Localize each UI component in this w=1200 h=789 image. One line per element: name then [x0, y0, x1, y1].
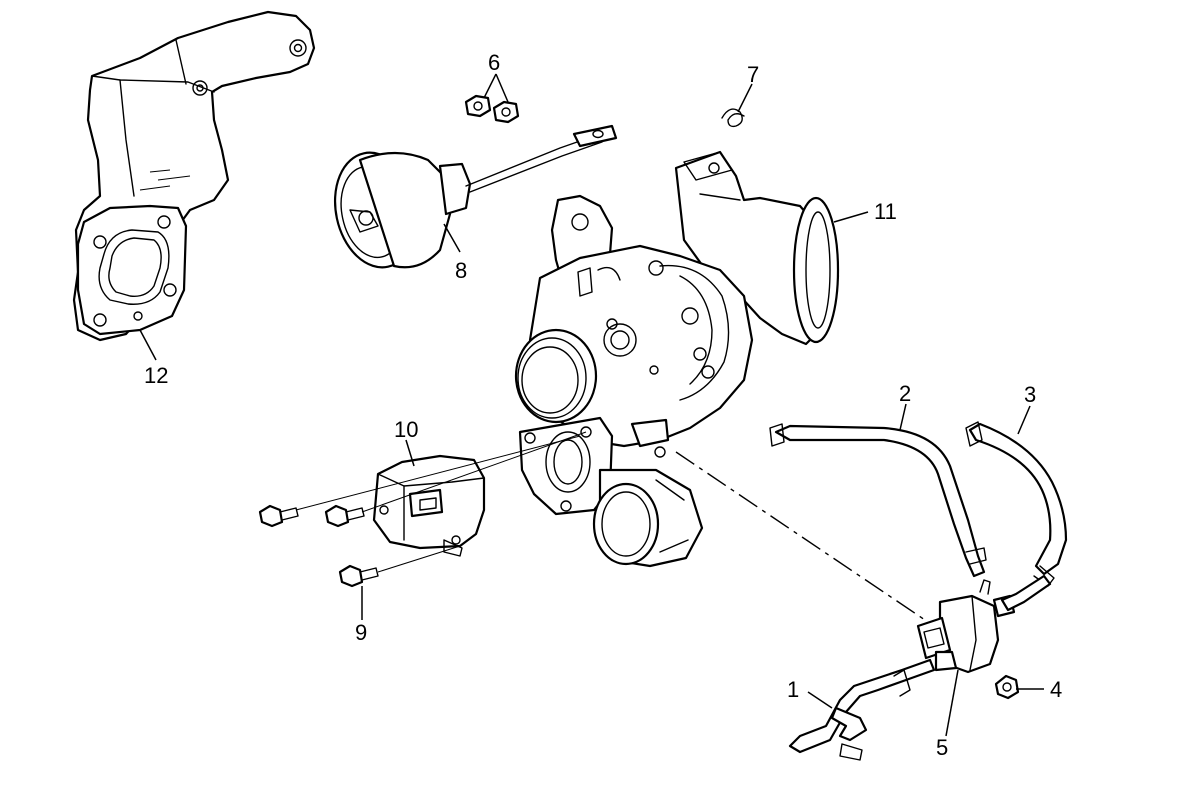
alignment-lines [295, 431, 929, 623]
flange-gasket-part [76, 204, 188, 336]
callout-12: 12 [144, 363, 168, 388]
callout-3: 3 [1024, 382, 1036, 407]
callout-9: 9 [355, 620, 367, 645]
callout-5: 5 [936, 735, 948, 760]
callout-4: 4 [1050, 677, 1062, 702]
bypass-valve-part [372, 454, 486, 557]
hose-2-part [769, 423, 987, 578]
callout-2: 2 [899, 381, 911, 406]
callout-leaders [139, 73, 1044, 737]
turbocharger-assembly [514, 150, 840, 568]
callout-1: 1 [787, 677, 799, 702]
bolt-part [994, 674, 1020, 700]
solenoid-valve-part [916, 579, 1016, 674]
callout-11: 11 [874, 199, 897, 224]
callout-7: 7 [747, 62, 759, 87]
nut-pair-part [464, 94, 520, 124]
bolts-part [258, 504, 379, 588]
callout-8: 8 [455, 258, 467, 283]
hose-1-part [788, 658, 936, 761]
clip-part [721, 108, 745, 128]
hose-3-part [965, 421, 1068, 612]
callout-labels: 1 2 3 4 5 6 7 8 9 10 11 12 [144, 50, 1062, 760]
callout-10: 10 [394, 417, 418, 442]
callout-6: 6 [488, 50, 500, 75]
wastegate-actuator-part [333, 124, 618, 269]
